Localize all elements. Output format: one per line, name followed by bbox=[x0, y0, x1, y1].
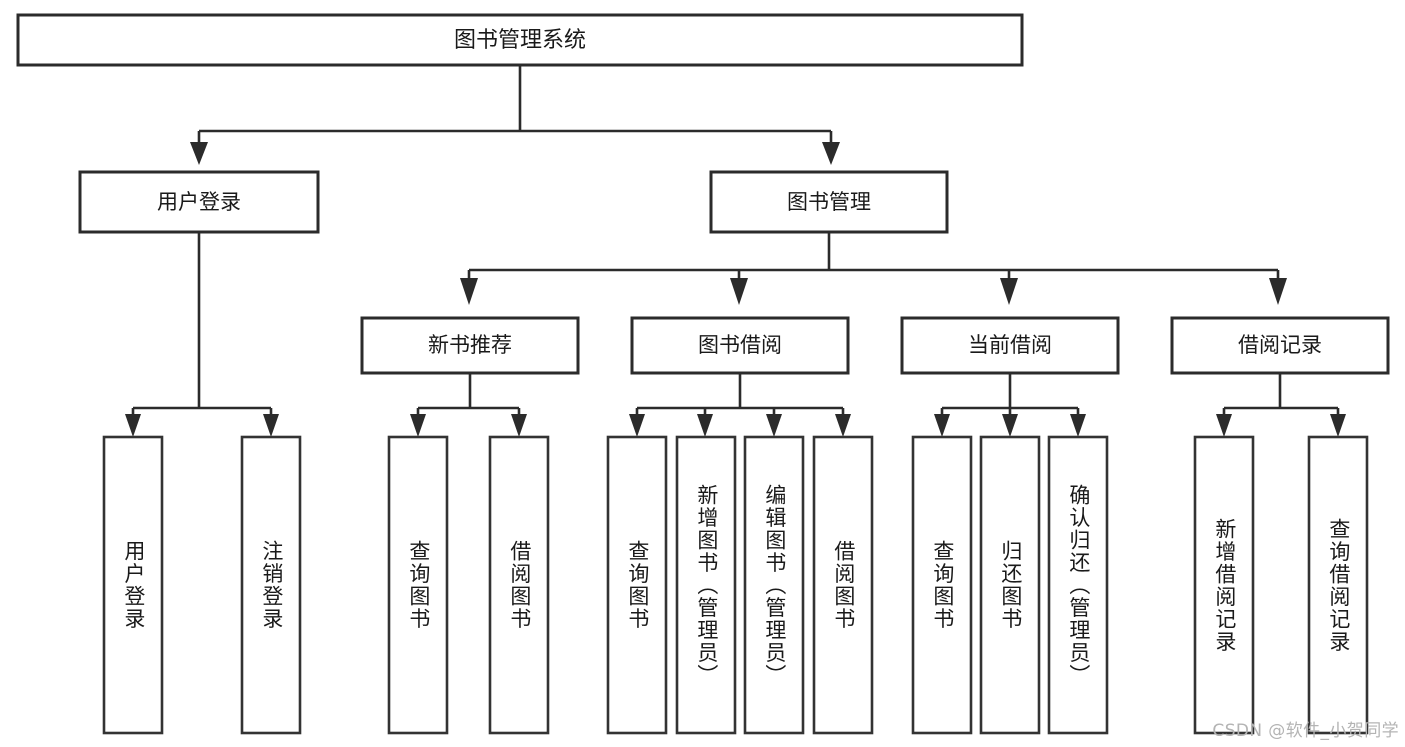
leaf-box-book-borrow-2[interactable] bbox=[743, 435, 805, 735]
arrow-head-root-1 bbox=[822, 142, 840, 165]
arrow-head-currentborrow-2 bbox=[1070, 414, 1086, 437]
arrow-head-currentborrow-1 bbox=[1002, 414, 1018, 437]
arrow-head-newbook-0 bbox=[410, 414, 426, 437]
arrow-head-bookborrow-1 bbox=[697, 414, 713, 437]
leaf-box-borrow-record-1[interactable] bbox=[1307, 435, 1369, 735]
arrow-head-bookborrow-0 bbox=[629, 414, 645, 437]
arrow-head-userlogin-1 bbox=[263, 414, 279, 437]
node-new-book-recommend-box[interactable] bbox=[360, 316, 580, 375]
arrow-head-bookborrow-2 bbox=[766, 414, 782, 437]
node-borrow-record-label: 借阅记录 bbox=[1238, 333, 1322, 357]
arrow-head-userlogin-0 bbox=[125, 414, 141, 437]
node-book-management-label: 图书管理 bbox=[787, 190, 871, 214]
node-book-borrow-label: 图书借阅 bbox=[698, 333, 782, 357]
leaf-box-borrow-record-0[interactable] bbox=[1193, 435, 1255, 735]
node-user-login-label: 用户登录 bbox=[157, 190, 241, 214]
node-current-borrow-box[interactable] bbox=[900, 316, 1120, 375]
node-borrow-record[interactable]: 借阅记录 bbox=[1170, 316, 1390, 375]
arrow-head-newbook-1 bbox=[511, 414, 527, 437]
node-root[interactable]: 图书管理系统 bbox=[16, 13, 1024, 67]
node-book-borrow-box[interactable] bbox=[630, 316, 850, 375]
node-root-label: 图书管理系统 bbox=[454, 28, 586, 53]
leaf-box-new-book-1[interactable] bbox=[488, 435, 550, 735]
arrow-head-root-0 bbox=[190, 142, 208, 165]
node-new-book-recommend-label: 新书推荐 bbox=[428, 333, 512, 357]
leaf-box-book-borrow-3[interactable] bbox=[812, 435, 874, 735]
node-book-management[interactable]: 图书管理 bbox=[709, 170, 949, 234]
node-borrow-record-box[interactable] bbox=[1170, 316, 1390, 375]
arrow-head-bookmgmt-2 bbox=[1000, 278, 1018, 305]
arrow-head-currentborrow-0 bbox=[934, 414, 950, 437]
leaf-box-new-book-0[interactable] bbox=[387, 435, 449, 735]
node-root-box[interactable] bbox=[16, 13, 1024, 67]
arrow-head-bookmgmt-1 bbox=[730, 278, 748, 305]
arrow-head-borrowrecord-0 bbox=[1216, 414, 1232, 437]
leaf-box-book-borrow-0[interactable] bbox=[606, 435, 668, 735]
leaf-box-current-borrow-1[interactable] bbox=[979, 435, 1041, 735]
arrow-head-bookmgmt-0 bbox=[460, 278, 478, 305]
node-book-management-box[interactable] bbox=[709, 170, 949, 234]
node-book-borrow[interactable]: 图书借阅 bbox=[630, 316, 850, 375]
watermark-text: CSDN @软件_小贺同学 bbox=[1212, 721, 1399, 741]
leaf-box-user-login-1[interactable] bbox=[240, 435, 302, 735]
node-user-login[interactable]: 用户登录 bbox=[78, 170, 320, 234]
node-new-book-recommend[interactable]: 新书推荐 bbox=[360, 316, 580, 375]
arrow-head-bookborrow-3 bbox=[835, 414, 851, 437]
leaf-box-current-borrow-2[interactable] bbox=[1047, 435, 1109, 735]
leaf-box-book-borrow-1[interactable] bbox=[675, 435, 737, 735]
node-current-borrow-label: 当前借阅 bbox=[968, 333, 1052, 357]
leaf-box-current-borrow-0[interactable] bbox=[911, 435, 973, 735]
node-current-borrow[interactable]: 当前借阅 bbox=[900, 316, 1120, 375]
arrow-head-bookmgmt-3 bbox=[1269, 278, 1287, 305]
arrow-head-borrowrecord-1 bbox=[1330, 414, 1346, 437]
leaf-box-user-login-0[interactable] bbox=[102, 435, 164, 735]
